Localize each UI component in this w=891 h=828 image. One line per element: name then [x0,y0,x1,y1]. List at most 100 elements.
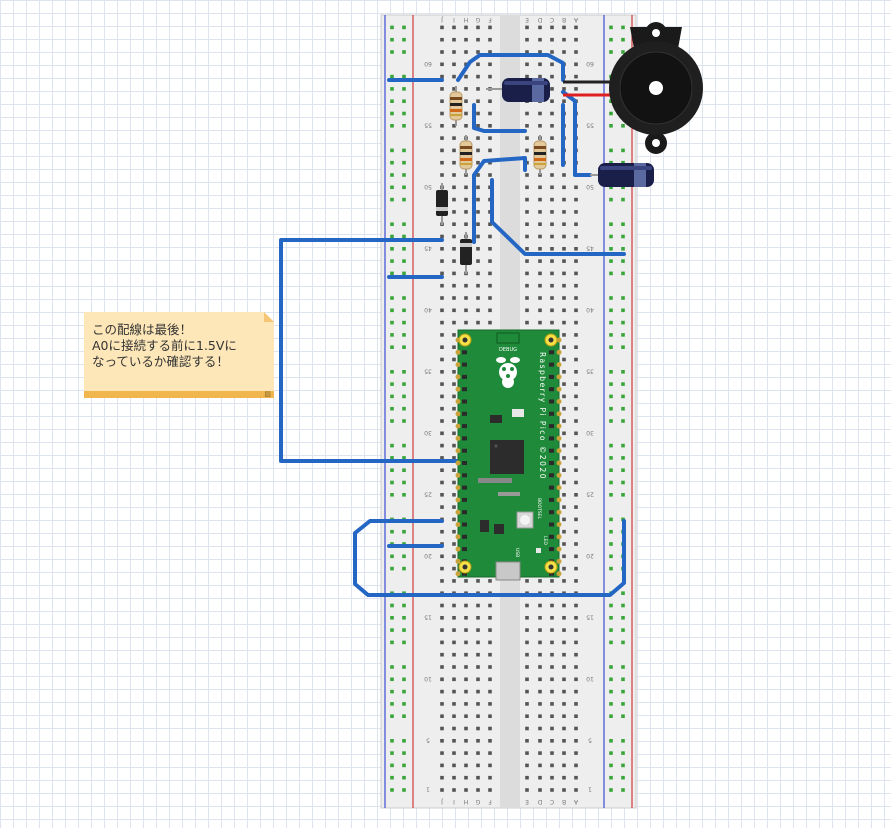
pico-pad [462,547,467,552]
pico-pad [462,448,467,453]
note-line: A0に接続する前に1.5Vに [92,338,237,353]
column-letter: F [488,798,492,805]
pico-pin [455,448,461,454]
pico-pad [462,374,467,379]
column-letter: G [475,16,480,23]
pico-pin [556,485,562,491]
led [536,548,541,553]
pico-pad [549,485,554,490]
pico-pin [556,435,562,441]
column-letter: F [488,16,492,23]
usb-label: USB [514,548,520,557]
pico-pad [549,448,554,453]
pico-pad [462,534,467,539]
row-number: 5 [588,736,592,743]
capacitor [486,78,550,102]
capacitor [590,163,654,187]
raspberry-pi-pico: DEBUG Raspberry Pi Pico ©2020 BOOTSEL US… [455,329,562,581]
pico-pin [556,534,562,540]
column-letter: J [441,16,444,23]
pico-pad [549,534,554,539]
pico-pad [462,522,467,527]
pico-pins [455,337,562,577]
pico-pin [455,374,461,380]
pico-pin [556,472,562,478]
pico-pin [556,362,562,368]
pico-pin [455,411,461,417]
column-letter: I [453,798,455,805]
pico-pin [556,497,562,503]
row-number: 25 [424,490,432,497]
pico-pad [549,374,554,379]
pico-pad [549,461,554,465]
column-letter: E [525,798,529,805]
pico-pin [455,386,461,392]
pico-pin [556,546,562,552]
pico-pad [462,571,467,576]
debug-label: DEBUG [499,347,517,353]
pico-pad [462,399,467,404]
wire-a0-loop [279,238,460,463]
pico-pin [556,571,562,577]
jumper-wires [279,53,626,597]
wire-to-right-rail [490,178,626,256]
pico-pad [462,436,467,441]
diode [436,183,448,225]
column-letter: D [537,798,542,805]
pico-pin [455,472,461,478]
raspberry-logo-icon [496,357,520,388]
column-letter: B [562,16,566,23]
resistor [533,135,547,175]
column-letter: A [573,16,578,23]
row-number: 20 [424,552,432,559]
row-number: 50 [586,183,594,190]
resize-grip-icon: ▨ [264,390,271,398]
pico-pad [462,424,467,429]
column-letter: B [562,798,566,805]
pico-pin [556,411,562,417]
pico-pad [549,350,554,355]
pico-pin [556,374,562,380]
row-number: 20 [586,552,594,559]
column-letter: A [573,798,578,805]
row-number: 60 [424,60,432,67]
row-number: 25 [586,490,594,497]
column-letter: H [464,16,469,23]
row-number: 1 [588,786,592,793]
note-line: この配線は最後！ [92,322,193,337]
pico-pad [462,411,467,416]
pico-pin [556,448,562,454]
pico-pad [549,411,554,416]
row-number: 40 [424,306,432,313]
wire-mid-1 [472,103,527,133]
piezo-buzzer [563,22,703,154]
wire-bottom-loop [353,519,626,597]
pico-pad [462,461,467,465]
note-line: なっているか確認する！ [92,354,229,369]
column-letter: C [550,798,554,805]
pico-pin [455,349,461,355]
sticky-note: この配線は最後！ A0に接続する前に1.5Vに なっているか確認する！ ▨ [84,312,274,398]
pico-pin [556,509,562,515]
pico-pad [462,350,467,355]
row-number: 15 [586,613,594,620]
pico-pin [455,423,461,429]
pico-pin [455,558,461,564]
row-number: 5 [426,736,430,743]
row-number: 40 [586,306,594,313]
pico-pin [556,558,562,564]
pico-pad [549,362,554,367]
pico-pad [549,510,554,515]
row-number: 30 [424,429,432,436]
pico-pad [549,436,554,441]
row-number: 55 [586,121,594,128]
row-number: 15 [424,613,432,620]
column-letter: D [537,16,542,23]
pico-pad [549,473,554,478]
pico-pin [455,435,461,441]
row-number: 45 [424,244,432,251]
row-number: 1 [426,786,430,793]
pico-pad [462,473,467,478]
pico-pad [462,362,467,367]
